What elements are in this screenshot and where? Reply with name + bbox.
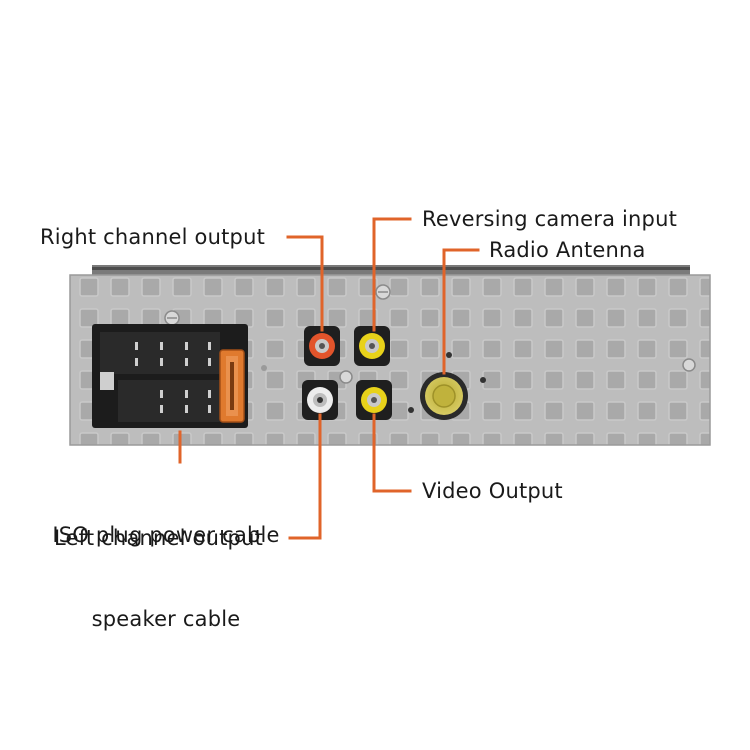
label-radio-antenna: Radio Antenna (489, 238, 646, 262)
fuse-icon (219, 349, 245, 423)
screw-icon (339, 370, 353, 384)
label-right-channel-output: Right channel output (40, 225, 266, 249)
label-iso-plug: ISO plug power cable speaker cable (44, 465, 288, 661)
callout-video-output (372, 413, 412, 493)
callout-right-channel (286, 235, 324, 332)
label-left-channel-output: Left channel output (54, 526, 264, 550)
rca-jack-icon (302, 380, 338, 420)
screw-icon (682, 358, 696, 372)
label-reversing-camera-input: Reversing camera input (422, 207, 678, 231)
rca-jack-icon (354, 326, 390, 366)
callout-reversing-camera (372, 217, 412, 332)
rca-jack-icon (356, 380, 392, 420)
rca-jack-icon (304, 326, 340, 366)
label-video-output: Video Output (422, 479, 563, 503)
label-iso-plug-line1: ISO plug power cable (52, 523, 280, 547)
callout-lines (178, 217, 480, 540)
screw-icon (164, 310, 180, 326)
screw-icon (375, 284, 391, 300)
iso-connector-icon (92, 324, 248, 428)
label-iso-plug-line2: speaker cable (91, 607, 241, 631)
callout-radio-antenna (442, 248, 480, 375)
callout-left-channel (288, 413, 322, 540)
antenna-socket-icon (420, 372, 468, 420)
